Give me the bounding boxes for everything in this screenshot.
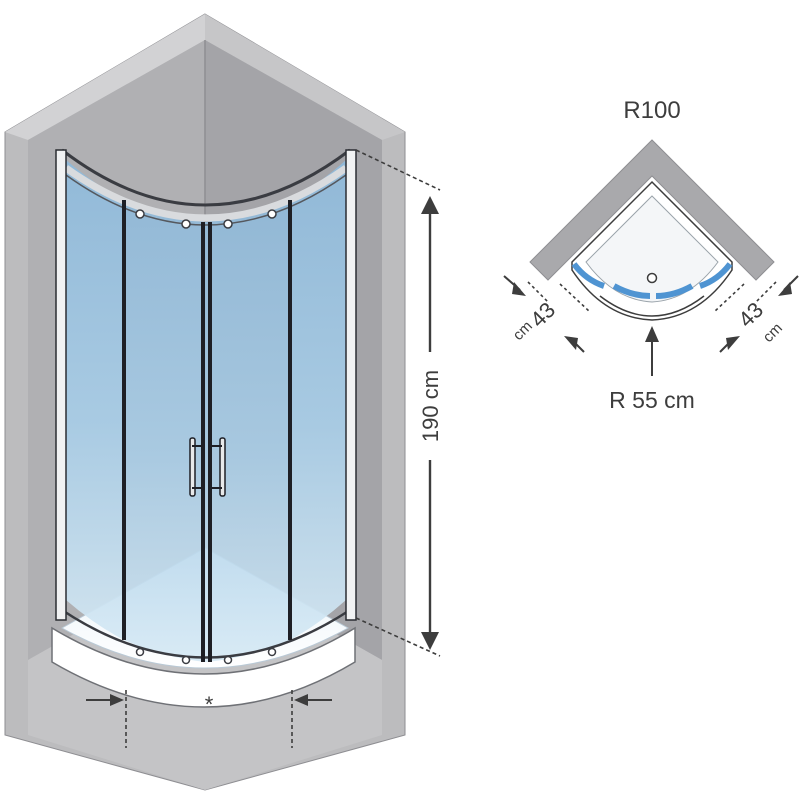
top-rail-edge — [65, 174, 347, 226]
right-depth-unit: cm — [760, 320, 786, 346]
wall-top-left — [5, 14, 205, 140]
right-depth-value: 43 — [733, 297, 768, 332]
wall-profile-right — [345, 149, 357, 621]
bottom-rail — [61, 608, 351, 659]
glass-panel-right — [290, 160, 346, 640]
plan-glass-arcs — [571, 262, 733, 299]
shower-tray — [51, 626, 356, 708]
radius-pointer — [645, 326, 659, 376]
plan-tray-inner — [585, 195, 719, 303]
radius-label: R 55 cm — [609, 387, 695, 413]
width-markers — [86, 690, 332, 748]
width-star: * — [205, 692, 214, 717]
right-depth-dimension — [713, 275, 799, 353]
door-handles — [189, 437, 226, 497]
model-label: R100 — [623, 97, 680, 124]
height-label: 190 cm — [418, 370, 443, 442]
wall-profile-left — [55, 149, 67, 621]
plan-drain — [646, 272, 658, 284]
top-rail — [61, 148, 351, 207]
glass-door-left — [124, 200, 206, 662]
left-depth-dimension — [503, 275, 591, 353]
wall-top-right — [205, 14, 405, 140]
door-rollers — [135, 209, 277, 665]
plan-tray-front-edge — [599, 295, 705, 317]
plan-view-figure: R100 43 cm — [503, 97, 799, 413]
glass-panel-left — [66, 160, 124, 640]
top-rail-inner — [63, 165, 349, 222]
glass-door-right — [206, 200, 290, 662]
enclosure-figure: 190 cm * — [4, 13, 444, 791]
height-dimension — [355, 149, 444, 657]
plan-corner-walls — [529, 139, 775, 281]
